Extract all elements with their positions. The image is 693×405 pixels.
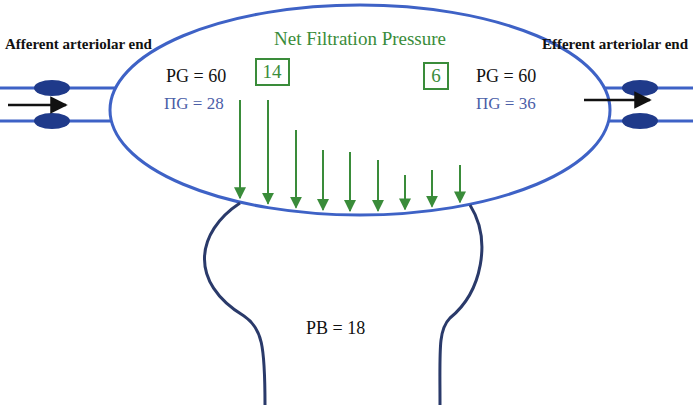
oncotic-pressure-value: ΠG = 36 [476,94,536,114]
value-box: 14 [255,58,290,86]
flow-arrow [8,104,66,107]
vessel-label: Efferent arteriolar end [542,36,688,53]
pressure-value: PB = 18 [306,318,365,339]
filtration-arrow [349,152,351,211]
value-box: 6 [423,62,449,90]
smooth-muscle-cell [34,80,70,96]
vessel-label: Afferent arteriolar end [5,36,152,53]
filtration-arrow [377,160,379,211]
smooth-muscle-cell [622,113,658,129]
bowman-capsule-wall [204,203,265,405]
oncotic-pressure-value: ΠG = 28 [164,94,224,114]
bowman-capsule-wall [440,205,482,405]
pressure-value: PG = 60 [166,66,226,87]
smooth-muscle-cell [34,113,70,129]
diagram-heading: Net Filtration Pressure [274,28,446,50]
filtration-arrows [240,100,460,211]
filtration-arrow [459,165,461,202]
filtration-arrow [295,130,297,208]
smooth-muscle-cell [622,80,658,96]
net-pressure-value: 14 [263,61,282,82]
filtration-arrow [267,100,269,204]
filtration-arrow [239,100,241,198]
filtration-arrow [431,170,433,207]
net-pressure-value: 6 [431,65,441,86]
filtration-arrow [322,150,324,210]
pressure-value: PG = 60 [476,66,536,87]
glomerular-capillary [110,5,610,215]
filtration-arrow [404,175,406,209]
flow-arrow [584,99,650,102]
